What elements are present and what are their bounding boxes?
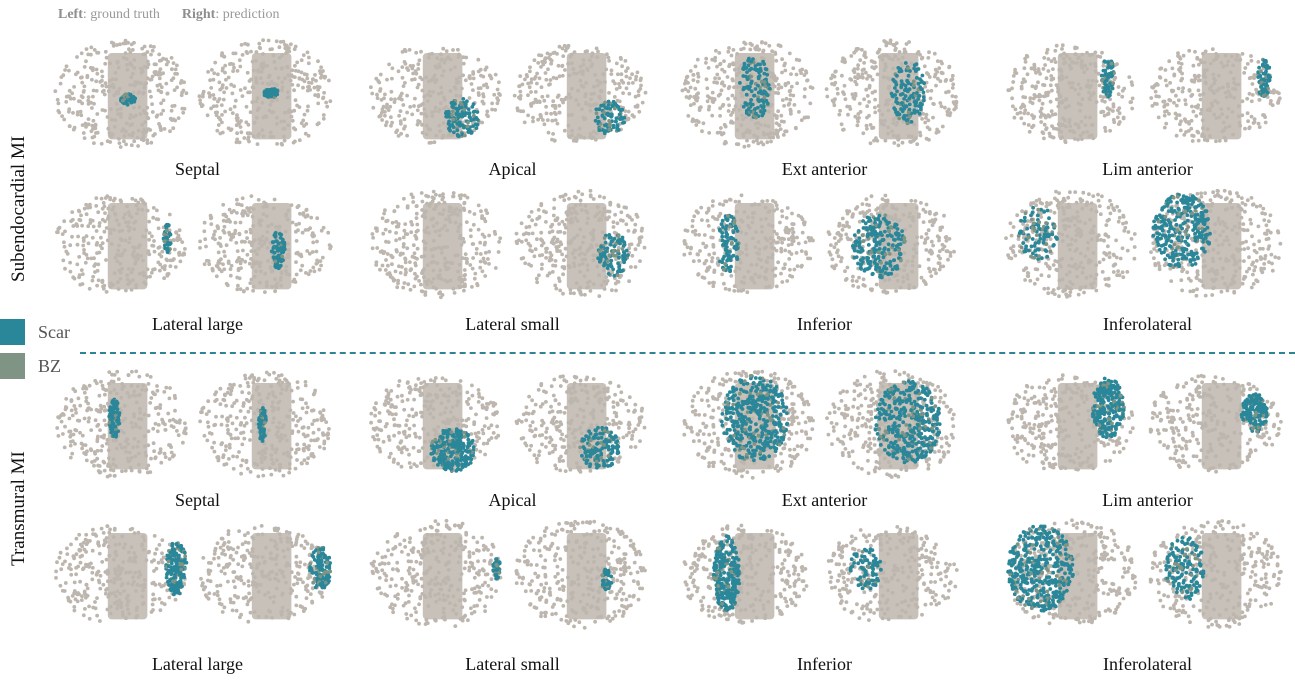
ground-truth-heart-2-1 — [55, 194, 187, 294]
caption-1-2: Apical — [489, 159, 537, 179]
ground-truth-heart-3-1 — [55, 369, 188, 479]
caption-2-1: Lateral large — [152, 314, 243, 334]
figure-header: Left: ground truth Right: prediction — [58, 7, 280, 23]
legend-bz: BZ — [0, 353, 61, 379]
caption-1-3: Ext anterior — [782, 159, 867, 179]
legend-bz-swatch — [0, 353, 25, 379]
ground-truth-heart-3-3 — [682, 369, 815, 480]
ground-truth-heart-4-4 — [1006, 518, 1138, 626]
section-divider — [80, 352, 1295, 354]
legend-bz-label: BZ — [38, 355, 62, 376]
prediction-heart-1-2 — [512, 43, 648, 143]
caption-3-1: Septal — [175, 490, 220, 510]
ground-truth-heart-2-3 — [682, 193, 815, 295]
legend-scar-label: Scar — [38, 321, 70, 342]
prediction-heart-4-4 — [1148, 519, 1283, 629]
prediction-heart-1-3 — [824, 38, 959, 148]
caption-2-3: Inferior — [797, 314, 852, 334]
caption-2-4: Inferolateral — [1103, 314, 1192, 334]
prediction-heart-3-3 — [825, 369, 956, 479]
ground-truth-heart-1-1 — [53, 38, 189, 149]
ground-truth-heart-1-2 — [369, 46, 502, 145]
prediction-heart-1-1 — [197, 38, 333, 147]
ground-truth-heart-2-2 — [370, 189, 503, 300]
header-right-text: : prediction — [215, 7, 280, 22]
prediction-heart-2-1 — [198, 194, 333, 294]
header-left-bold: Left — [58, 7, 83, 22]
ground-truth-heart-4-2 — [369, 518, 503, 628]
legend-scar-swatch — [0, 319, 25, 345]
caption-4-4: Inferolateral — [1103, 654, 1192, 674]
caption-4-3: Inferior — [797, 654, 852, 674]
prediction-heart-3-2 — [514, 374, 647, 474]
legend-scar: Scar — [0, 319, 70, 345]
prediction-heart-3-4 — [1148, 373, 1283, 474]
caption-3-2: Apical — [489, 490, 537, 510]
caption-1-4: Lim anterior — [1102, 159, 1192, 179]
prediction-heart-3-1 — [198, 370, 331, 479]
prediction-heart-4-1 — [199, 524, 333, 624]
prediction-heart-2-3 — [826, 193, 956, 295]
ground-truth-heart-2-4 — [1004, 189, 1137, 299]
ground-truth-heart-1-3 — [680, 40, 815, 149]
caption-3-3: Ext anterior — [782, 490, 867, 510]
caption-4-1: Lateral large — [152, 654, 243, 674]
header-right-bold: Right — [181, 7, 216, 22]
ground-truth-heart-1-4 — [1006, 43, 1135, 145]
caption-3-4: Lim anterior — [1102, 490, 1192, 510]
ground-truth-heart-4-3 — [682, 523, 809, 625]
prediction-heart-1-4 — [1149, 47, 1282, 144]
caption-4-2: Lateral small — [465, 654, 559, 674]
prediction-heart-4-3 — [826, 525, 959, 622]
ground-truth-heart-3-2 — [369, 376, 501, 473]
prediction-heart-2-4 — [1149, 188, 1283, 298]
caption-2-2: Lateral small — [465, 314, 559, 334]
header-left-text: : ground truth — [82, 7, 160, 22]
caption-1-1: Septal — [175, 159, 220, 179]
prediction-heart-4-2 — [514, 519, 647, 630]
ground-truth-heart-4-1 — [54, 524, 189, 623]
prediction-heart-2-2 — [514, 188, 647, 298]
ground-truth-heart-3-4 — [1006, 373, 1135, 472]
